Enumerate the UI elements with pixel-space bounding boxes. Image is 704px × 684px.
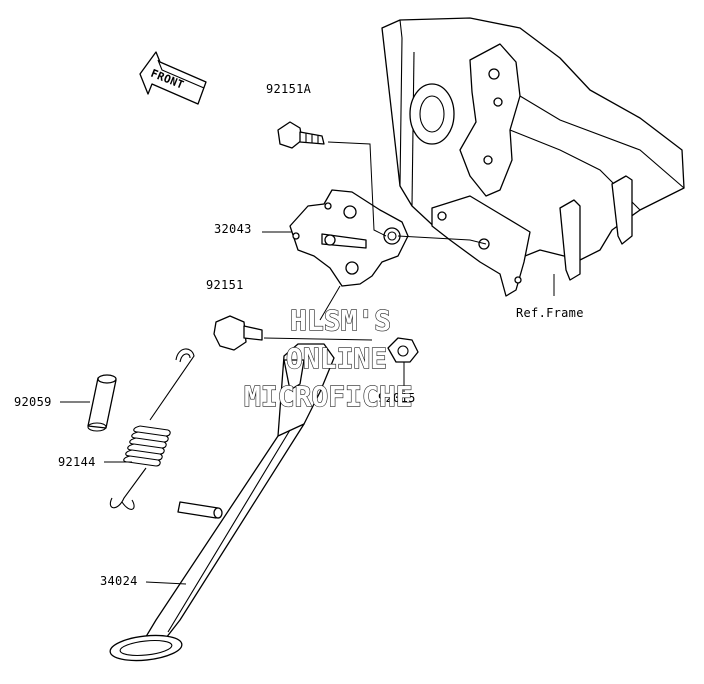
bolt-92151-part xyxy=(213,315,263,351)
collar-92059-part xyxy=(87,374,117,432)
part-label-92151: 92151 xyxy=(206,278,244,292)
front-arrow-icon: FRONT xyxy=(139,51,207,105)
bracket-32043-part xyxy=(289,189,409,287)
pin-part xyxy=(177,501,223,519)
watermark-line-1: HLSM'S xyxy=(290,304,391,337)
bolt-92151a-part xyxy=(277,121,325,149)
side-stand-34024-part xyxy=(109,343,335,662)
nut-92015-part xyxy=(387,337,419,363)
part-label-32043: 32043 xyxy=(214,222,252,236)
leader-lines xyxy=(60,141,555,585)
part-label-92015: 92015 xyxy=(378,391,416,405)
spring-92144-part xyxy=(109,348,195,510)
watermark: HLSM'S ONLINE MICROFICHE xyxy=(243,303,413,413)
part-label-92151a: 92151A xyxy=(266,82,312,96)
watermark-line-2: ONLINE xyxy=(286,342,387,375)
frame-part xyxy=(381,17,685,297)
ref-frame-label: Ref.Frame xyxy=(516,306,584,320)
part-label-34024: 34024 xyxy=(100,574,138,588)
part-label-92144: 92144 xyxy=(58,455,96,469)
part-label-92059: 92059 xyxy=(14,395,52,409)
watermark-line-3: MICROFICHE xyxy=(244,380,413,413)
